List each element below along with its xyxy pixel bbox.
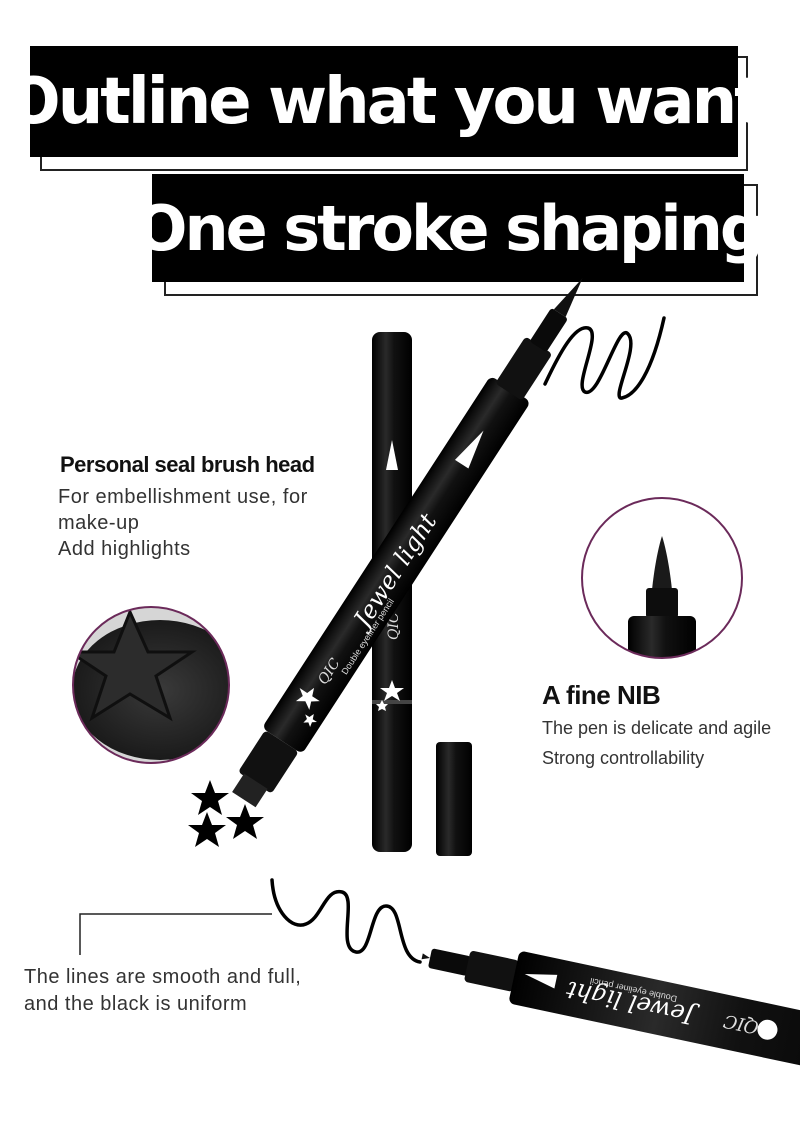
seal-closeup (72, 606, 230, 764)
smooth-lines-description: The lines are smooth and full, (24, 966, 302, 988)
fine-nib-title: A fine NIB (542, 680, 661, 710)
headline-1: Outline what you want (6, 46, 765, 157)
seal-brush-description-line: For embellishment use, for (58, 486, 308, 508)
standing-pen-brand: QIC (386, 612, 402, 640)
leader-line (79, 913, 272, 955)
lying-pen: Jewel light Double eyeliner pencil QIC (421, 948, 800, 1090)
fine-nib-description-line: The pen is delicate and agile (542, 718, 772, 738)
seal-brush-description-line: Add highlights (58, 538, 191, 560)
headline-banner-1: Outline what you want (6, 46, 765, 171)
nib-closeup (581, 497, 743, 659)
seal-brush-title: Personal seal brush head (60, 452, 315, 477)
headline-2: One stroke shaping (135, 174, 764, 282)
headline-banner-2: One stroke shaping (135, 174, 764, 296)
pen-cap (436, 742, 472, 856)
fine-nib-description-line: Strong controllability (542, 748, 705, 768)
stamped-stars (188, 780, 264, 847)
smooth-lines-description: and the black is uniform (24, 993, 248, 1015)
ink-stroke-bottom (270, 878, 422, 964)
ink-stroke (543, 316, 666, 400)
seal-brush-description-line: make-up (58, 512, 140, 534)
